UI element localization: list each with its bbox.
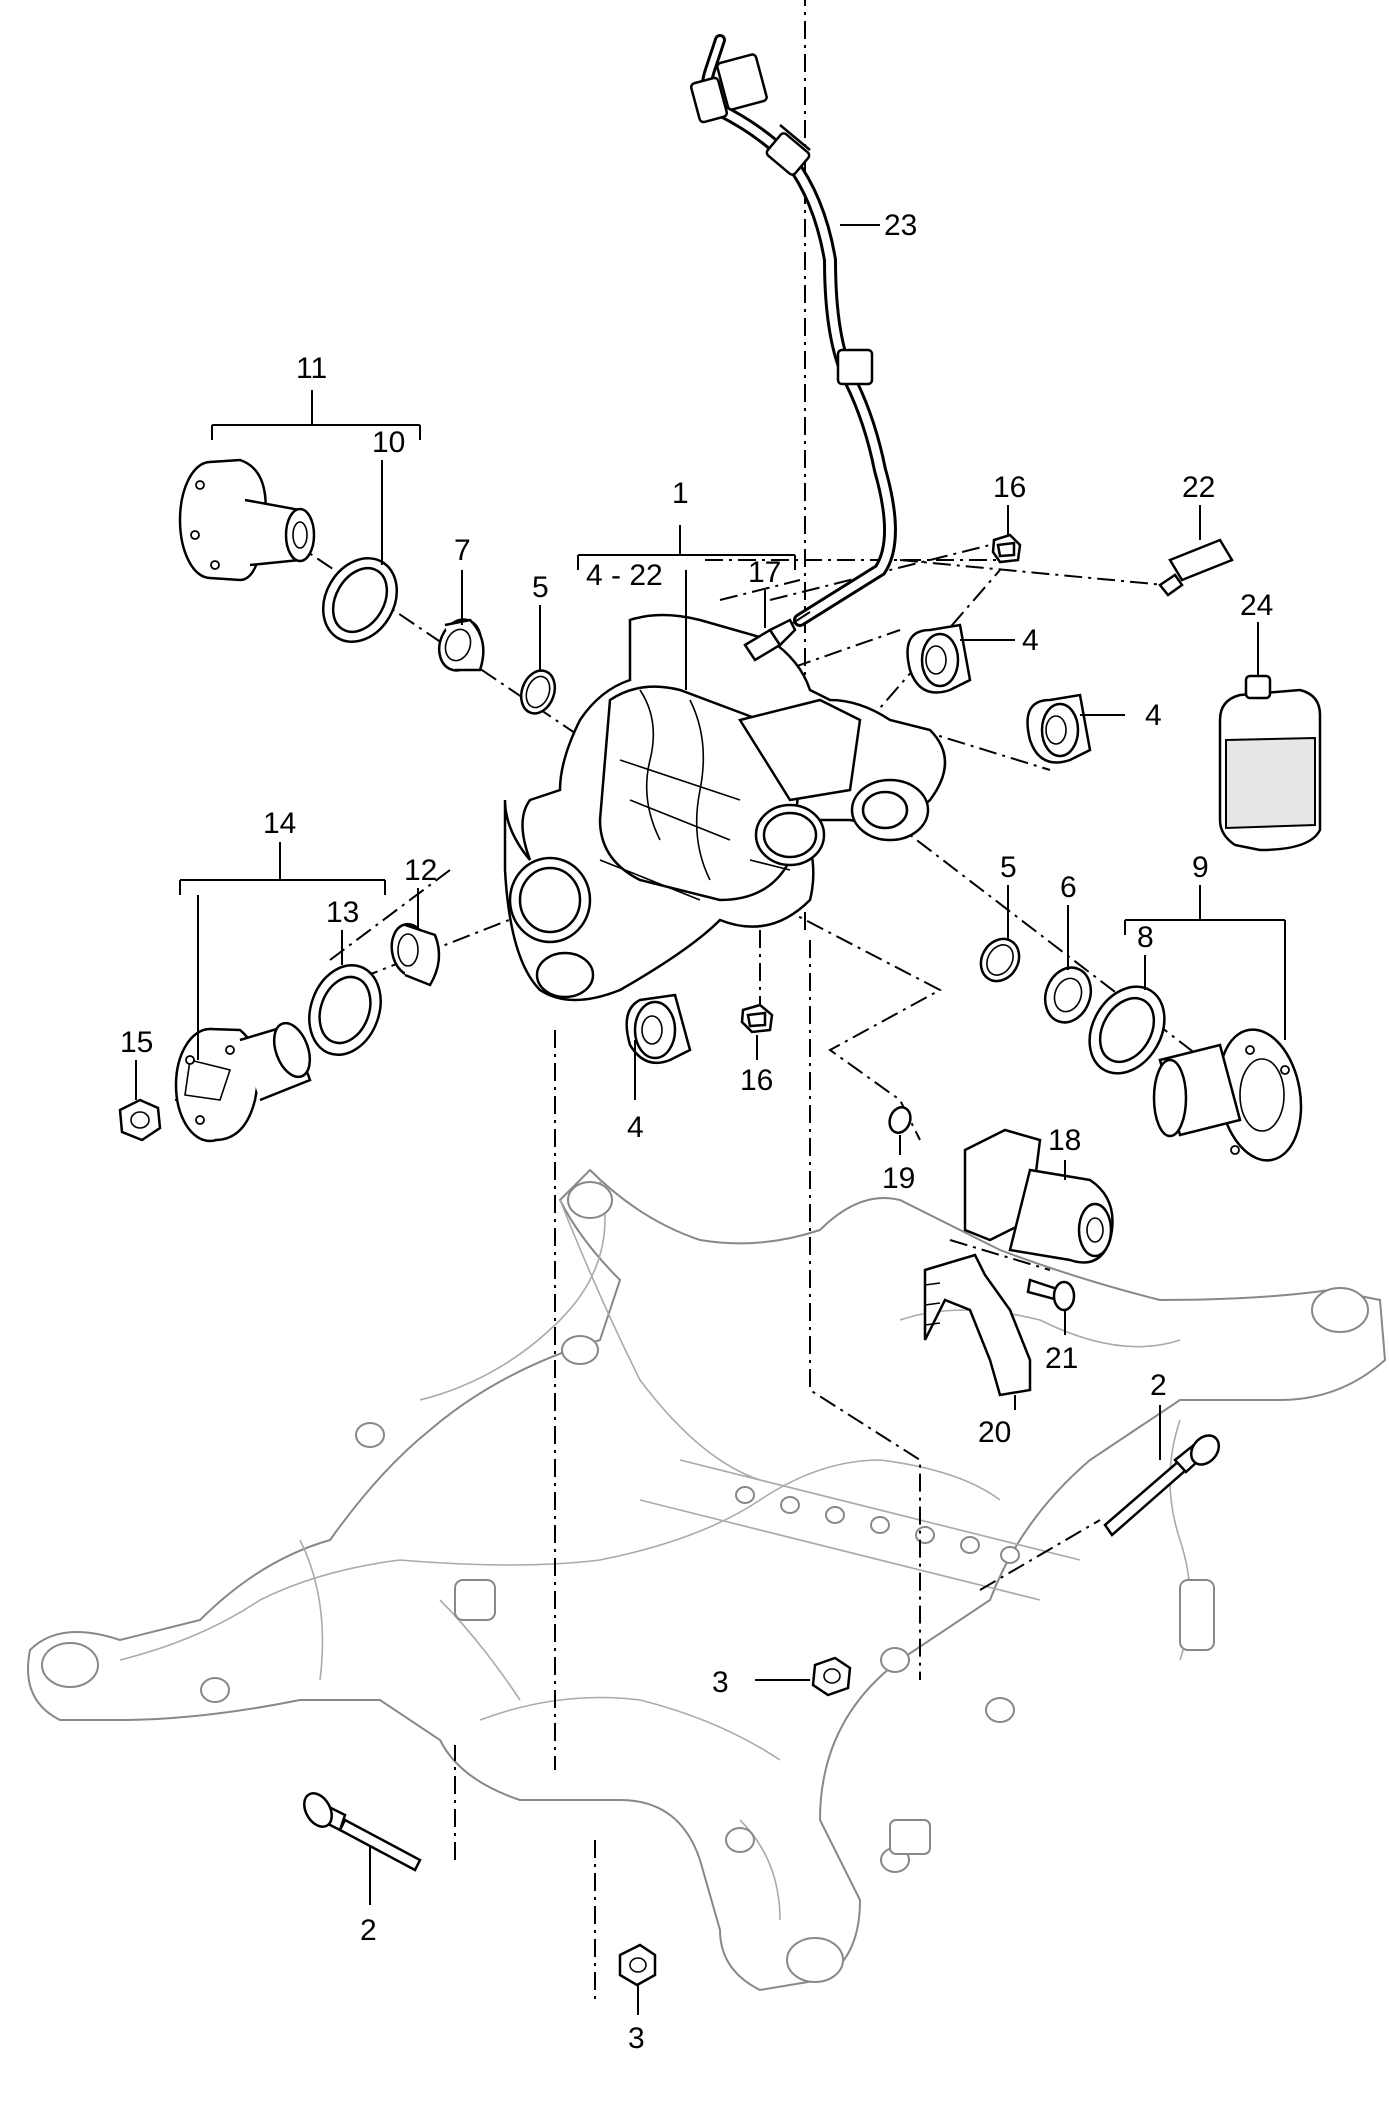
callout-2-left: 2	[360, 1914, 377, 1947]
callout-3-bottom: 3	[628, 2022, 645, 2055]
callout-17: 17	[748, 556, 781, 589]
callout-1: 1	[672, 477, 689, 510]
callout-21: 21	[1045, 1342, 1078, 1375]
drain-plug-16-top	[991, 533, 1022, 564]
callout-22: 22	[1182, 471, 1215, 504]
bushing-4-lower	[625, 993, 692, 1065]
bushing-6	[1043, 966, 1093, 1024]
rear-subframe	[27, 1168, 1387, 1992]
callout-13: 13	[326, 896, 359, 929]
bushing-7	[437, 618, 485, 672]
drain-plug-16-bottom	[740, 1003, 774, 1034]
actuator-motor-18	[963, 1128, 1114, 1264]
bracket-20	[923, 1253, 1032, 1397]
callout-5-top: 5	[532, 571, 549, 604]
oil-bottle-24	[1218, 674, 1322, 852]
callout-8: 8	[1137, 921, 1154, 954]
sensor-22	[1158, 538, 1234, 597]
callout-3-right: 3	[712, 1666, 729, 1699]
callout-16-top: 16	[993, 471, 1026, 504]
callout-9: 9	[1192, 851, 1209, 884]
callout-24: 24	[1240, 589, 1273, 622]
bushing-4-right	[1026, 693, 1092, 764]
output-flange-shaft-right	[1152, 1028, 1303, 1162]
callout-20: 20	[978, 1416, 1011, 1449]
callout-16-bottom: 16	[740, 1064, 773, 1097]
wiring-harness	[689, 34, 897, 627]
callout-12: 12	[404, 854, 437, 887]
bolt-2-right	[1103, 1434, 1221, 1537]
bushing-12	[390, 922, 441, 987]
callout-23: 23	[884, 209, 917, 242]
callout-leaders	[135, 224, 1286, 2015]
output-flange-shaft-bottom	[174, 1021, 312, 1143]
callout-19: 19	[882, 1162, 915, 1195]
callout-numbers: 1 4 - 22 11 10 7 5 17 16 22 23 24 4 4 14…	[120, 209, 1273, 2055]
differential-housing	[503, 613, 947, 1002]
nut-3-right	[811, 1656, 852, 1697]
o-ring-19	[888, 1106, 912, 1134]
seal-ring-13	[308, 963, 382, 1057]
seal-ring-10	[321, 557, 399, 643]
callout-5-right: 5	[1000, 851, 1017, 884]
bushing-4-upper	[906, 623, 972, 694]
sensor-17	[743, 611, 811, 662]
circlip-5-right	[979, 937, 1021, 983]
circlip-5-top	[519, 669, 557, 715]
nut-3-bottom	[618, 1943, 657, 1987]
callout-15: 15	[120, 1026, 153, 1059]
flange-nut-15	[118, 1098, 162, 1142]
callout-11: 11	[296, 352, 327, 385]
callout-10: 10	[372, 426, 405, 459]
output-flange-shaft-top	[178, 458, 316, 582]
callout-4-right: 4	[1145, 699, 1162, 732]
seal-ring-8	[1088, 985, 1166, 1075]
callout-14: 14	[263, 807, 296, 840]
callout-18: 18	[1048, 1124, 1081, 1157]
callout-2-right: 2	[1150, 1369, 1167, 1402]
callout-4-22: 4 - 22	[586, 559, 663, 592]
callout-7: 7	[454, 534, 471, 567]
bolt-2-left	[303, 1792, 422, 1872]
callout-4-upper: 4	[1022, 624, 1039, 657]
callout-4-lower: 4	[627, 1111, 644, 1144]
callout-6: 6	[1060, 871, 1077, 904]
